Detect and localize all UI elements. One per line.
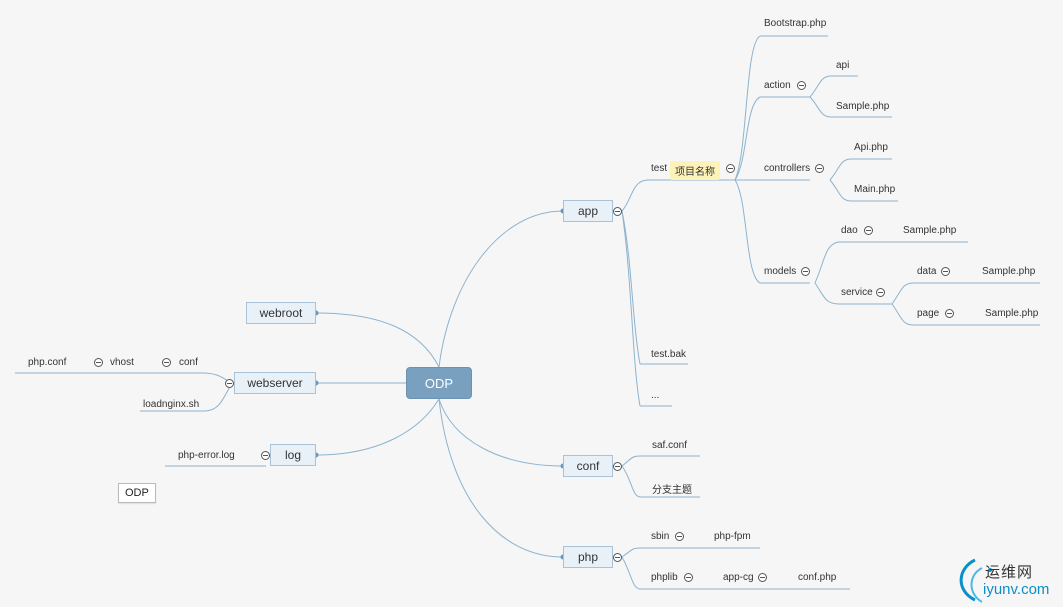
node-bootstrap[interactable]: Bootstrap.php <box>764 18 827 29</box>
node-vhost[interactable]: vhost <box>110 357 134 368</box>
node-php-error-log[interactable]: php-error.log <box>178 450 235 461</box>
branch-log-label: log <box>284 448 301 462</box>
collapse-page-icon[interactable] <box>945 309 954 318</box>
collapse-app-cg-icon[interactable] <box>758 573 767 582</box>
branch-webserver-label: webserver <box>247 376 303 390</box>
branch-conf[interactable]: conf <box>563 455 613 477</box>
node-saf-conf[interactable]: saf.conf <box>652 440 688 451</box>
collapse-webserver-icon[interactable] <box>225 379 234 388</box>
collapse-controllers-icon[interactable] <box>815 164 824 173</box>
collapse-php-conf-icon[interactable] <box>94 358 103 367</box>
node-php-fpm[interactable]: php-fpm <box>714 531 751 542</box>
branch-app-label: app <box>577 204 599 218</box>
watermark: 运维网 iyunv.com <box>945 557 1055 605</box>
node-php-conf[interactable]: php.conf <box>28 357 67 368</box>
collapse-phplib-icon[interactable] <box>684 573 693 582</box>
branch-webroot[interactable]: webroot <box>246 302 316 324</box>
node-app-cg[interactable]: app-cg <box>723 572 754 583</box>
node-branch-topic[interactable]: 分支主题 <box>652 485 692 496</box>
node-dao-sample[interactable]: Sample.php <box>903 225 957 236</box>
node-controllers-main[interactable]: Main.php <box>854 184 896 195</box>
node-phplib[interactable]: phplib <box>651 572 678 583</box>
branch-php-label: php <box>577 550 599 564</box>
node-data-sample[interactable]: Sample.php <box>982 266 1036 277</box>
node-ellipsis[interactable]: ... <box>651 390 660 401</box>
collapse-app-icon[interactable] <box>613 207 622 216</box>
branch-app[interactable]: app <box>563 200 613 222</box>
watermark-en: iyunv.com <box>983 581 1050 598</box>
root-label: ODP <box>424 375 454 391</box>
collapse-data-icon[interactable] <box>941 267 950 276</box>
collapse-vhost-icon[interactable] <box>162 358 171 367</box>
root-node[interactable]: ODP <box>406 367 472 399</box>
floating-topic[interactable]: ODP <box>118 483 156 503</box>
branch-webserver[interactable]: webserver <box>234 372 316 394</box>
watermark-logo-icon <box>959 558 992 603</box>
branch-log[interactable]: log <box>270 444 316 466</box>
connector-lines <box>15 35 1040 590</box>
branch-conf-label: conf <box>576 459 600 473</box>
collapse-service-icon[interactable] <box>876 288 885 297</box>
watermark-cn: 运维网 <box>985 564 1034 581</box>
tag-project-name: 项目名称 <box>670 161 720 180</box>
node-models[interactable]: models <box>764 266 797 277</box>
node-action[interactable]: action <box>764 80 791 91</box>
collapse-sbin-icon[interactable] <box>675 532 684 541</box>
node-testbak[interactable]: test.bak <box>651 349 687 360</box>
node-loadnginx[interactable]: loadnginx.sh <box>143 399 200 410</box>
node-sbin[interactable]: sbin <box>651 531 670 542</box>
node-page[interactable]: page <box>917 308 940 319</box>
node-service[interactable]: service <box>841 287 873 298</box>
collapse-models-icon[interactable] <box>801 267 810 276</box>
node-action-sample[interactable]: Sample.php <box>836 101 890 112</box>
node-controllers[interactable]: controllers <box>764 163 811 174</box>
node-test[interactable]: test <box>651 163 668 174</box>
node-conf-dir[interactable]: conf <box>179 357 198 368</box>
node-action-api[interactable]: api <box>836 60 850 71</box>
collapse-dao-icon[interactable] <box>864 226 873 235</box>
collapse-php-icon[interactable] <box>613 553 622 562</box>
node-page-sample[interactable]: Sample.php <box>985 308 1039 319</box>
node-controllers-api[interactable]: Api.php <box>854 142 888 153</box>
collapse-conf-icon[interactable] <box>613 462 622 471</box>
node-dao[interactable]: dao <box>841 225 858 236</box>
branch-webroot-label: webroot <box>259 306 303 320</box>
collapse-test-icon[interactable] <box>726 164 735 173</box>
branch-php[interactable]: php <box>563 546 613 568</box>
collapse-action-icon[interactable] <box>797 81 806 90</box>
collapse-log-icon[interactable] <box>261 451 270 460</box>
floating-topic-label: ODP <box>125 487 149 499</box>
node-conf-php[interactable]: conf.php <box>798 572 837 583</box>
node-data[interactable]: data <box>917 266 937 277</box>
